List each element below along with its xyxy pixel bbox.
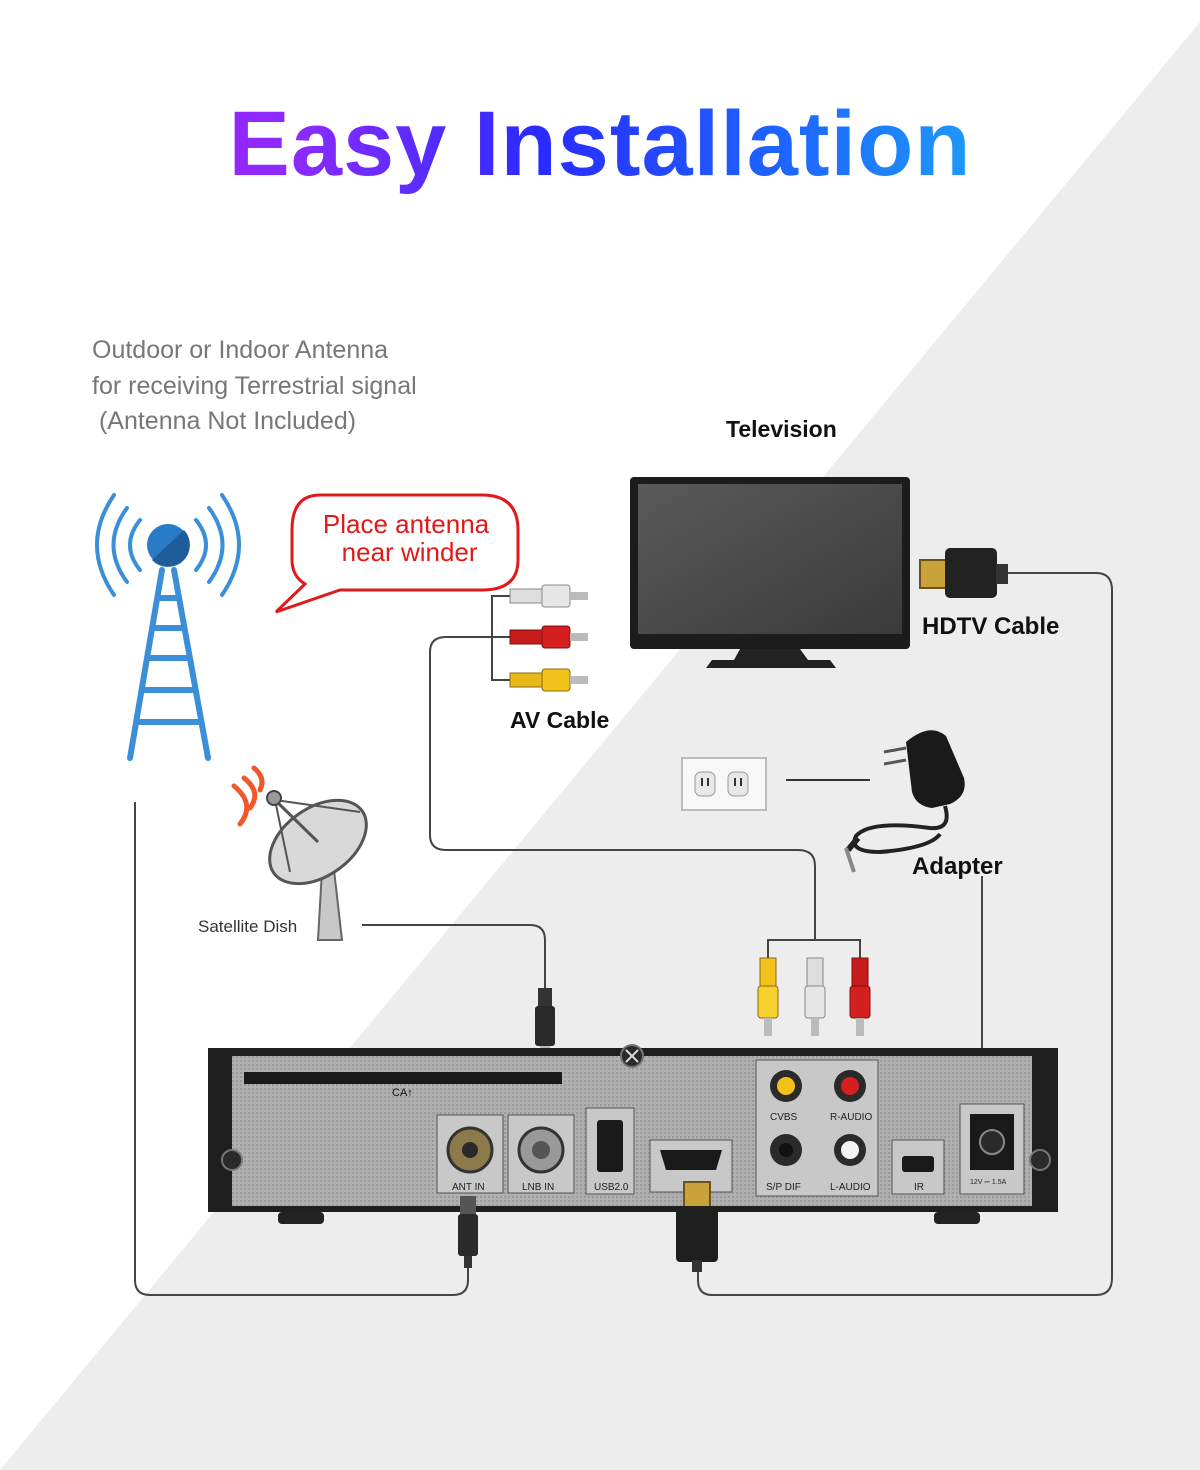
antenna-note: Outdoor or Indoor Antenna for receiving … (92, 336, 417, 435)
cvbs-label: CVBS (770, 1112, 798, 1123)
ir-label: IR (914, 1182, 924, 1193)
rca-plugs-bottom (757, 939, 871, 1036)
tower-icon (95, 493, 241, 761)
ant-in-label: ANT IN (452, 1182, 485, 1193)
hdmi-cable-icon (919, 548, 1008, 598)
l-audio-label: L-AUDIO (830, 1182, 871, 1193)
r-audio-label: R-AUDIO (830, 1112, 872, 1123)
ca-slot-label: CA↑ (392, 1087, 413, 1099)
power-label: 12V ⎓ 1.5A (970, 1179, 1007, 1186)
television-icon (630, 477, 910, 668)
page-title: Easy Installation (0, 92, 1200, 197)
satellite-dish-label: Satellite Dish (198, 917, 298, 936)
set-top-box-icon (208, 1044, 1058, 1224)
spdif-label: S/P DIF (766, 1182, 801, 1193)
rca-cable-icon (429, 584, 816, 940)
av-cable-label: AV Cable (510, 707, 610, 733)
television-label: Television (726, 416, 837, 442)
power-adapter-icon (844, 730, 965, 873)
lnb-in-label: LNB IN (522, 1182, 554, 1193)
satellite-dish-icon (231, 765, 368, 941)
usb-label: USB2.0 (594, 1182, 629, 1193)
callout-bubble (274, 493, 520, 614)
hdtv-cable-label: HDTV Cable (922, 613, 1060, 640)
wall-outlet-icon (681, 757, 767, 811)
adapter-label: Adapter (912, 853, 1003, 880)
callout-text: Place antenna near winder (322, 509, 490, 567)
